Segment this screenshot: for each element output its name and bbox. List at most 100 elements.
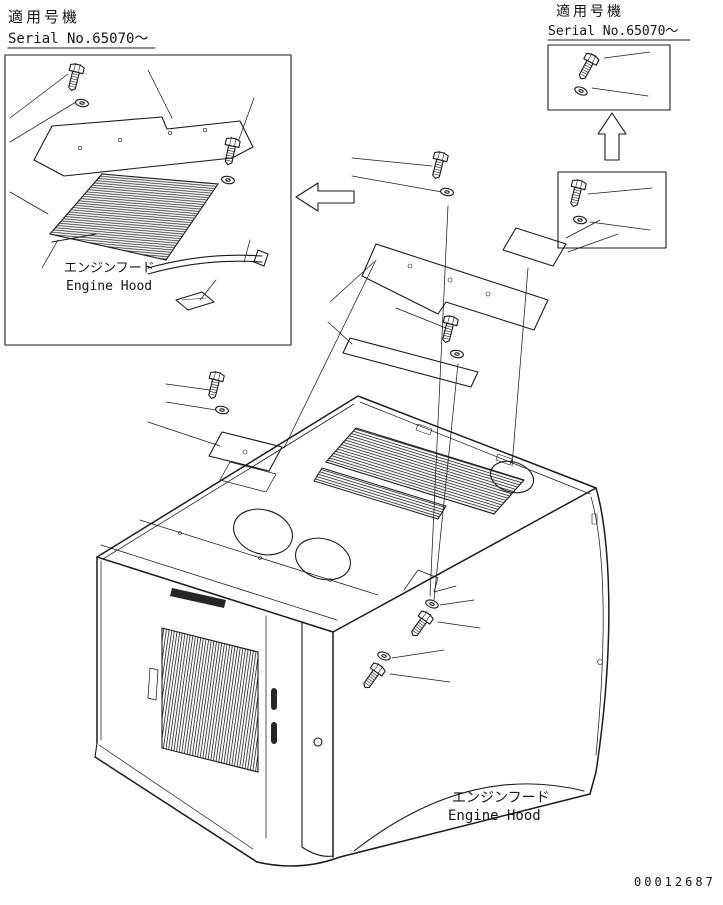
bolt	[358, 660, 388, 693]
leader-line	[165, 401, 217, 411]
leader-line	[603, 51, 651, 59]
bolt-hole	[78, 146, 83, 151]
hood-cover-panel	[33, 116, 254, 177]
main-label-en: Engine Hood	[448, 808, 541, 824]
hood-bottom-edge	[94, 756, 258, 863]
bolt	[204, 369, 226, 401]
leader-line	[329, 261, 375, 303]
washer	[449, 348, 465, 360]
leader-line	[147, 69, 173, 119]
latch	[147, 667, 159, 701]
side-arch-cutline	[353, 783, 585, 852]
exhaust-opening-circle	[489, 460, 535, 494]
brand-logo-plate	[170, 588, 226, 608]
trim-end-bracket	[253, 249, 269, 267]
hole	[597, 659, 603, 665]
hood-top-grille	[325, 427, 525, 515]
assembly-line	[429, 205, 449, 597]
panel-seam	[98, 744, 254, 850]
panel-opening	[219, 461, 277, 493]
panel-seam	[359, 401, 591, 495]
engine-hood-label: エンジンフード Engine Hood	[448, 790, 550, 824]
washer	[572, 214, 588, 226]
bolt-hole	[168, 131, 173, 136]
leader-line	[589, 221, 651, 231]
direction-arrow-up-icon	[597, 112, 627, 161]
serial-note-left-text: Serial No.65070〜	[8, 31, 148, 47]
leader-line	[351, 157, 433, 167]
bolt-hole	[447, 277, 453, 283]
hinge	[415, 423, 433, 436]
bolt-hole	[203, 128, 208, 133]
hood-top-grille-strip	[313, 467, 447, 520]
washer	[424, 597, 440, 611]
serial-note-left: 適用号機 Serial No.65070〜	[7, 8, 156, 49]
inset-label-en: Engine Hood	[66, 279, 152, 294]
small-cover-plate	[502, 227, 567, 267]
trim-strip	[342, 337, 479, 388]
inset-detail-box: エンジンフード Engine Hood	[4, 54, 292, 346]
corner-bottom-arc	[301, 846, 334, 857]
trim-strip	[147, 260, 263, 275]
serial-note-left-header: 適用号機	[8, 8, 80, 26]
bolt-hole	[118, 138, 123, 143]
leader-line	[567, 233, 619, 253]
hinge-plate	[591, 513, 598, 525]
leader-line	[41, 239, 59, 269]
panel-seam	[102, 403, 355, 560]
leader-line	[9, 101, 77, 143]
small-cover-plate	[208, 431, 283, 472]
serial-note-right: 適用号機 Serial No.65070〜	[547, 3, 691, 111]
assembly-line	[283, 259, 377, 449]
leader-line	[237, 97, 255, 143]
vent-slot	[271, 722, 277, 744]
leader-line	[587, 187, 653, 195]
bracket	[175, 291, 215, 311]
hinge	[495, 453, 513, 466]
detail-box-frame	[557, 171, 667, 249]
inset-label-jp: エンジンフード	[64, 261, 155, 276]
hood-right-back-edge	[589, 487, 610, 795]
direction-arrow-left-icon	[295, 182, 355, 212]
leader-line	[391, 649, 445, 659]
washer	[220, 174, 236, 186]
bolt	[64, 61, 86, 93]
panel-seam	[590, 496, 604, 756]
leader-line	[165, 383, 211, 391]
hole	[313, 737, 323, 747]
bolt	[428, 149, 450, 181]
leader-line	[9, 73, 69, 119]
support-rod	[51, 233, 97, 243]
trim-strip	[147, 254, 263, 269]
hood-top-face	[96, 395, 597, 633]
serial-note-right-header: 適用号機	[556, 3, 624, 20]
bolt-hole	[407, 263, 413, 269]
hood-cover-panel	[361, 243, 549, 331]
engine-hood-body	[94, 395, 610, 867]
washer	[74, 97, 90, 109]
leader-line	[243, 239, 251, 263]
exploded-parts	[283, 149, 619, 601]
hood-front-grille	[161, 627, 259, 773]
hood-right-bottom-edge	[339, 793, 591, 858]
leader-line	[9, 191, 49, 215]
bolt	[574, 50, 601, 83]
leader-line	[389, 673, 451, 683]
leader-line	[199, 279, 217, 301]
serial-note-right-text: Serial No.65070〜	[548, 24, 678, 39]
grille-panel	[48, 173, 219, 261]
leader-line	[147, 421, 221, 447]
small-access-panel-group	[147, 369, 283, 472]
detail-box-top-right	[547, 44, 671, 111]
panel-seam	[139, 519, 379, 596]
detail-box-frame	[4, 54, 292, 346]
washer	[573, 84, 589, 98]
vent-slot	[271, 688, 277, 710]
document-number: 00012687	[634, 875, 716, 889]
bolt-hole	[258, 556, 262, 560]
fan-opening-circle	[295, 537, 351, 581]
main-label-jp: エンジンフード	[452, 790, 550, 806]
washer	[376, 649, 392, 663]
